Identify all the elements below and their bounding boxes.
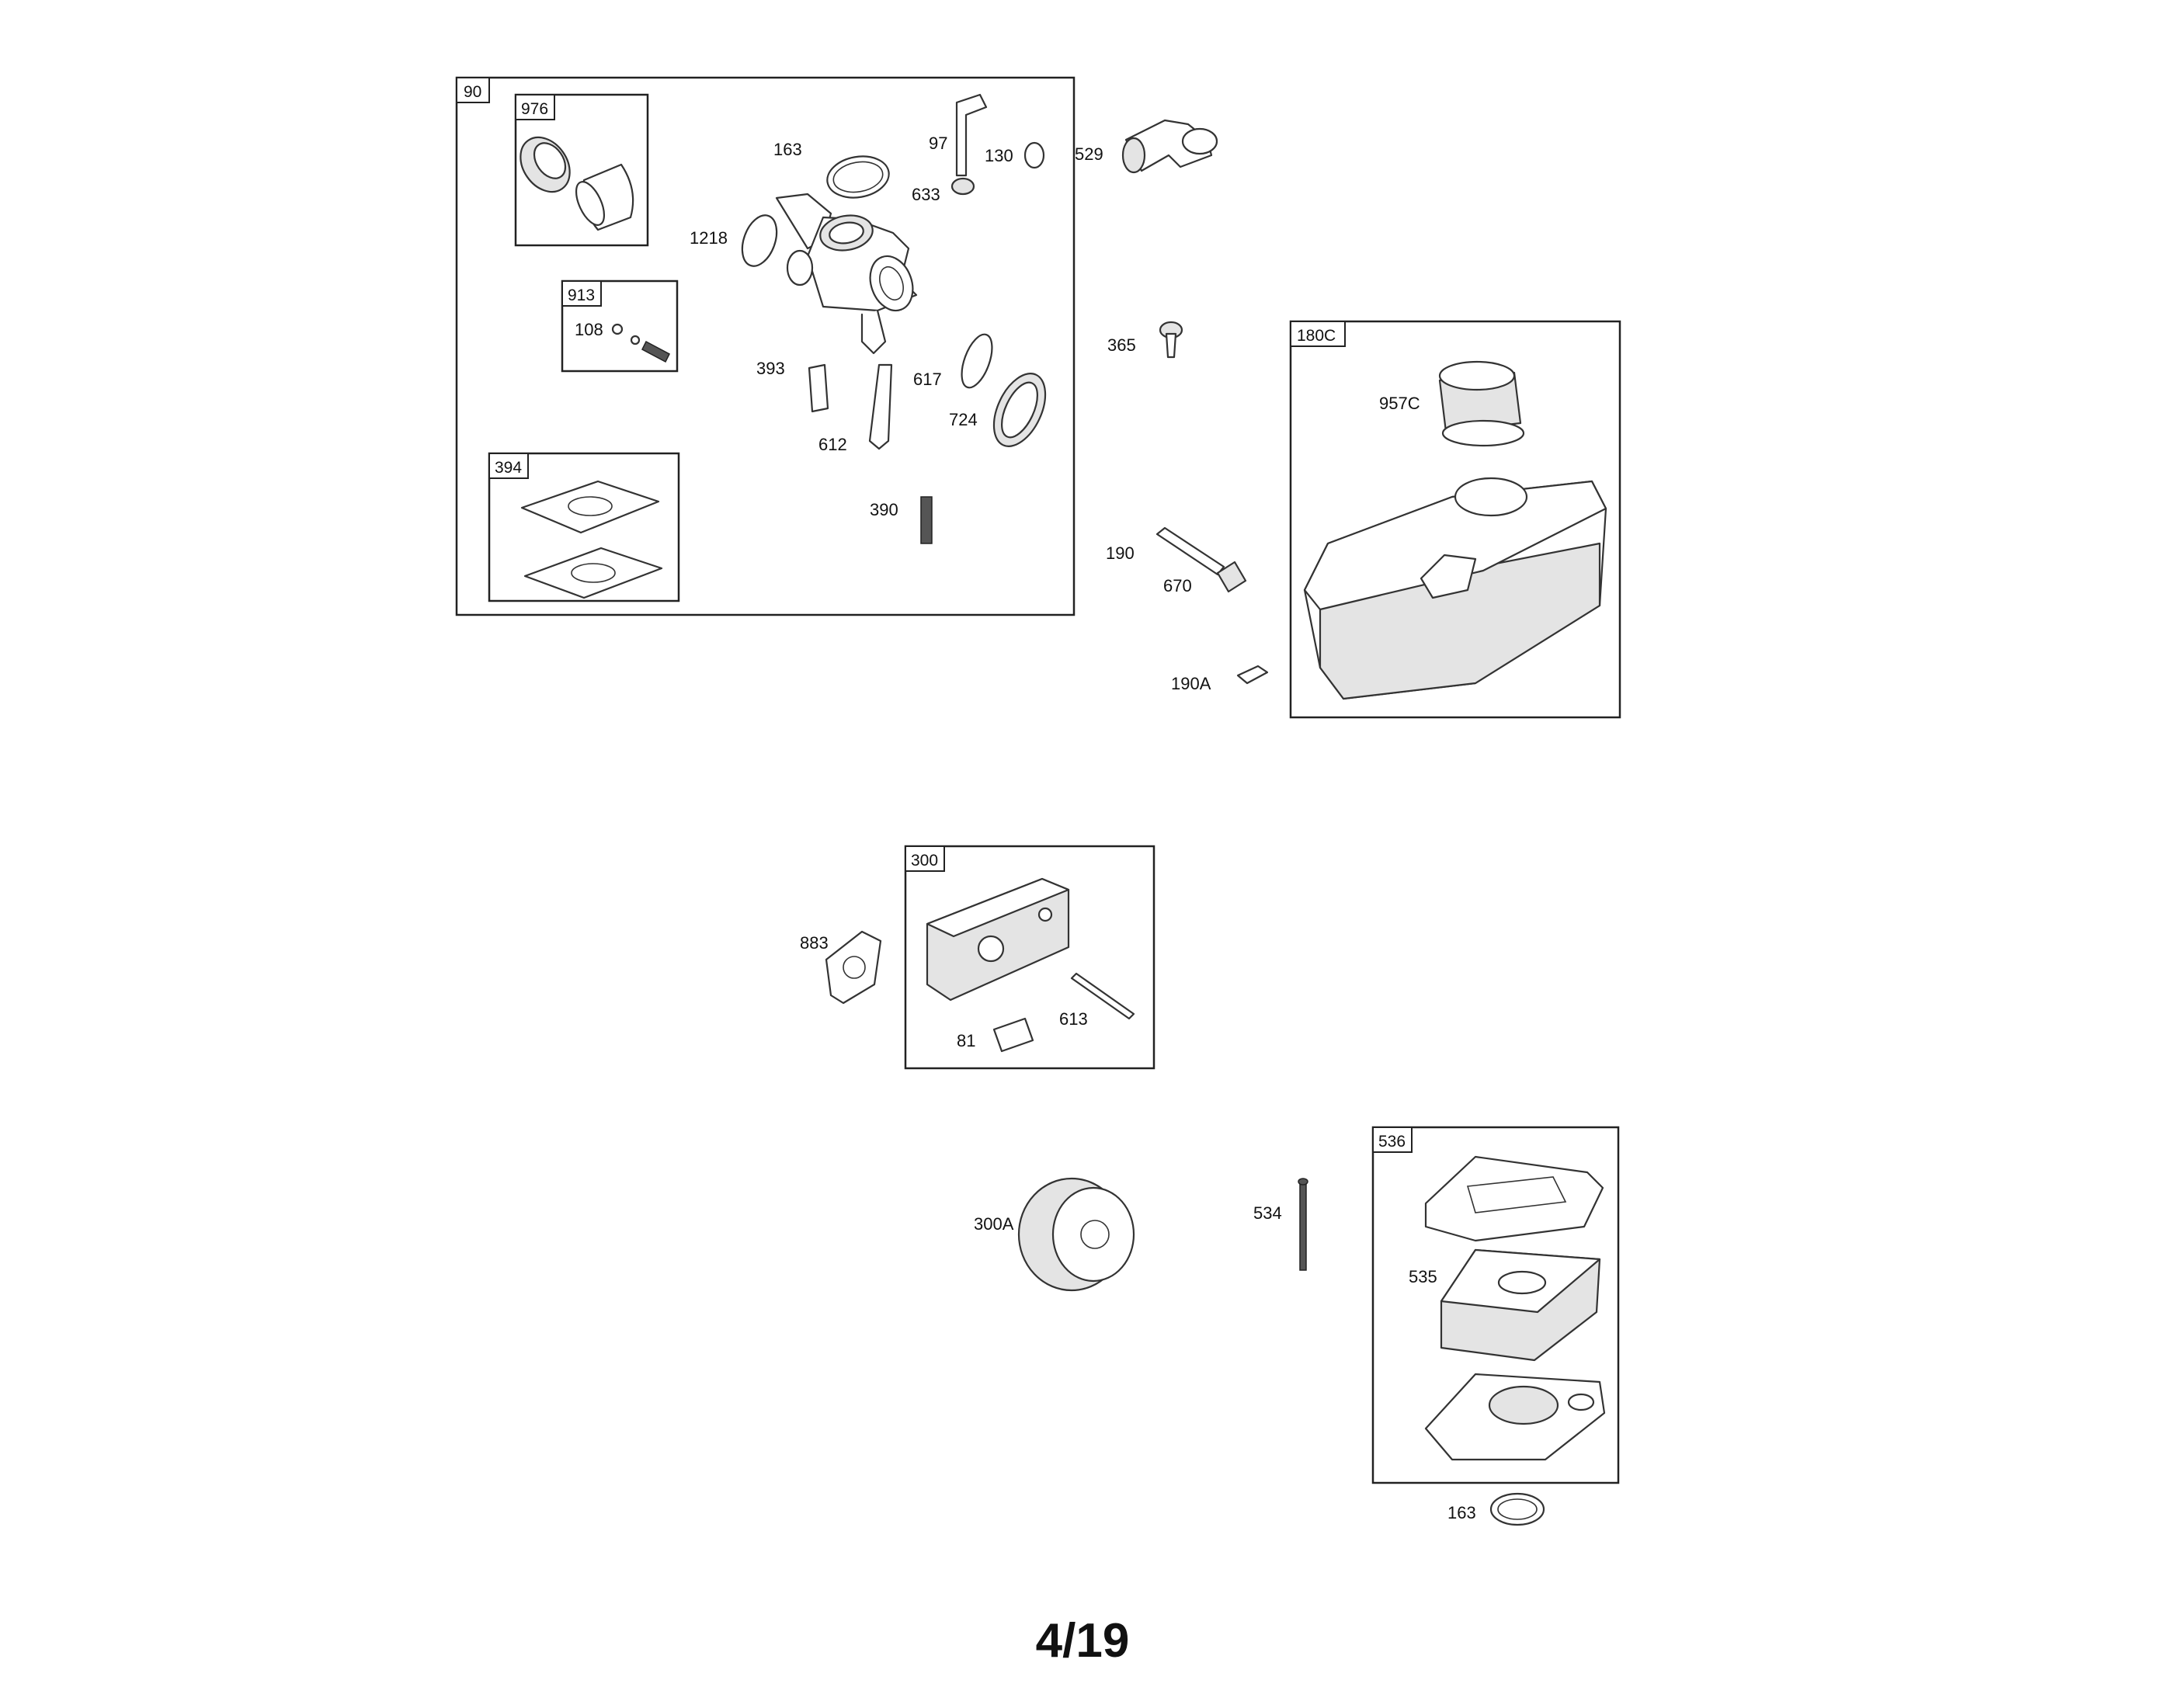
spring-390-shape	[920, 496, 933, 544]
carburetor-body-drawing	[775, 193, 918, 355]
muffler-tag	[905, 845, 945, 872]
part-612-shape	[868, 363, 893, 450]
filter-535-hole	[1497, 1270, 1547, 1295]
screw-365: 365	[1107, 321, 1183, 359]
seal-163-bottom: 163	[1447, 1492, 1545, 1526]
gasket-kit-tag-label: 394	[495, 459, 522, 477]
washer-130-shape	[1023, 141, 1045, 169]
label-300a: 300A	[974, 1214, 1014, 1234]
label-613: 613	[1059, 1009, 1088, 1029]
fuel-tank-body	[1303, 477, 1607, 700]
shaft-97-shape	[955, 93, 988, 177]
gasket-617-shape	[961, 333, 993, 389]
gasket-1218-shape	[741, 214, 778, 267]
label-529: 529	[1075, 144, 1103, 164]
air-filter-tag-label: 536	[1378, 1133, 1406, 1151]
label-617: 617	[913, 370, 942, 389]
screw-613-shape	[1070, 972, 1135, 1020]
ring-724-inner	[1001, 381, 1038, 439]
label-365: 365	[1107, 335, 1136, 355]
label-97: 97	[929, 134, 947, 153]
gasket-kit-tag	[488, 453, 529, 479]
muffler-tag-label: 300	[911, 852, 938, 870]
label-633: 633	[912, 185, 940, 204]
gasket-kit-drawing	[520, 480, 663, 599]
guard-300a: 300A	[974, 1177, 1135, 1292]
label-190a: 190A	[1171, 674, 1211, 693]
elbow-529: 529	[1075, 119, 1218, 174]
spacer-670: 670	[1163, 561, 1247, 595]
label-534: 534	[1253, 1203, 1282, 1223]
needle-kit-tag-label: 913	[568, 286, 595, 304]
muffler-body	[926, 877, 1070, 1002]
seal-633-shape	[950, 177, 975, 196]
muffler-group: 300 81 613	[904, 845, 1155, 1070]
label-130: 130	[985, 146, 1013, 165]
air-filter-tag	[1372, 1127, 1413, 1153]
seal-kit-tag	[515, 94, 555, 120]
fuel-tank-group: 180C 957C	[1289, 320, 1621, 719]
label-108: 108	[575, 320, 603, 339]
label-390: 390	[870, 500, 898, 519]
label-612: 612	[818, 435, 847, 454]
air-filter-base-port	[1488, 1385, 1559, 1425]
label-883: 883	[800, 933, 829, 953]
fuel-tank-tag	[1290, 321, 1346, 347]
label-81: 81	[957, 1031, 975, 1050]
carburetor-tag-label: 90	[464, 83, 481, 101]
bolt-190: 190	[1106, 526, 1225, 576]
bracket-81-shape	[992, 1017, 1034, 1053]
label-1218: 1218	[690, 228, 728, 248]
bolt-190a: 190A	[1171, 665, 1269, 693]
fuel-tank-tag-label: 180C	[1297, 327, 1336, 345]
carburetor-tag	[456, 77, 490, 103]
label-724: 724	[949, 410, 978, 429]
label-535: 535	[1409, 1267, 1437, 1286]
label-163-top: 163	[773, 140, 802, 159]
seal-kit-drawing	[520, 136, 634, 231]
carburetor-group: 90 976 913 108 394	[455, 76, 1076, 616]
gasket-163-top-inner	[832, 161, 884, 193]
air-filter-cover-shape	[1424, 1155, 1604, 1242]
air-filter-group: 536 535	[1371, 1126, 1620, 1484]
air-filter-cover-detail	[1466, 1176, 1567, 1213]
page-number: 4/19	[1035, 1614, 1130, 1668]
seal-kit-tag-label: 976	[521, 100, 548, 118]
needle-kit-tag	[561, 280, 602, 307]
gasket-883: 883	[800, 930, 882, 1005]
stud-534: 534	[1253, 1178, 1308, 1271]
air-filter-base-hole	[1567, 1393, 1595, 1411]
label-163-bottom: 163	[1447, 1503, 1476, 1522]
fuel-cap-957c	[1438, 360, 1525, 447]
label-957c: 957C	[1379, 394, 1420, 413]
needle-kit-drawing	[611, 323, 670, 363]
label-190: 190	[1106, 543, 1135, 563]
label-670: 670	[1163, 576, 1192, 595]
part-393-shape	[808, 363, 829, 413]
label-393: 393	[756, 359, 785, 378]
